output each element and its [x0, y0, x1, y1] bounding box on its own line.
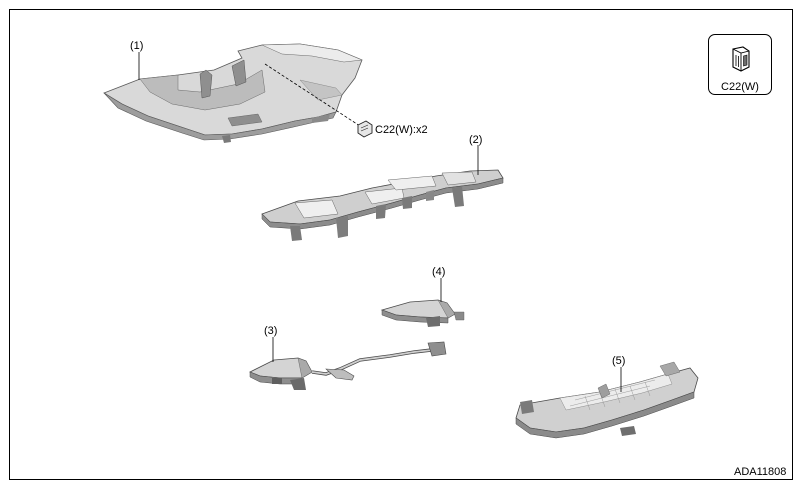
part-5-support-bracket [515, 361, 699, 439]
callout-part-1: (1) [130, 40, 144, 52]
legend-clip-code: C22(W) [721, 81, 759, 93]
part-3-cover-with-harness [249, 341, 447, 390]
part-2-bracket-assembly [261, 169, 504, 241]
part-4-cover-piece [380, 299, 465, 327]
callout-part-4: (4) [432, 266, 446, 278]
part-1-under-cover [103, 43, 363, 143]
clip-quantity-label: C22(W):x2 [375, 124, 428, 136]
callout-part-2: (2) [469, 134, 483, 146]
callout-leaders [138, 52, 622, 392]
clip-icon [357, 120, 373, 138]
clip-leader-line [264, 63, 361, 127]
clip-legend-icon [732, 46, 750, 72]
callout-part-3: (3) [264, 325, 278, 337]
callout-part-5: (5) [612, 355, 626, 367]
legend-box: C22(W) [708, 34, 772, 95]
figure-id: ADA11808 [734, 466, 787, 478]
